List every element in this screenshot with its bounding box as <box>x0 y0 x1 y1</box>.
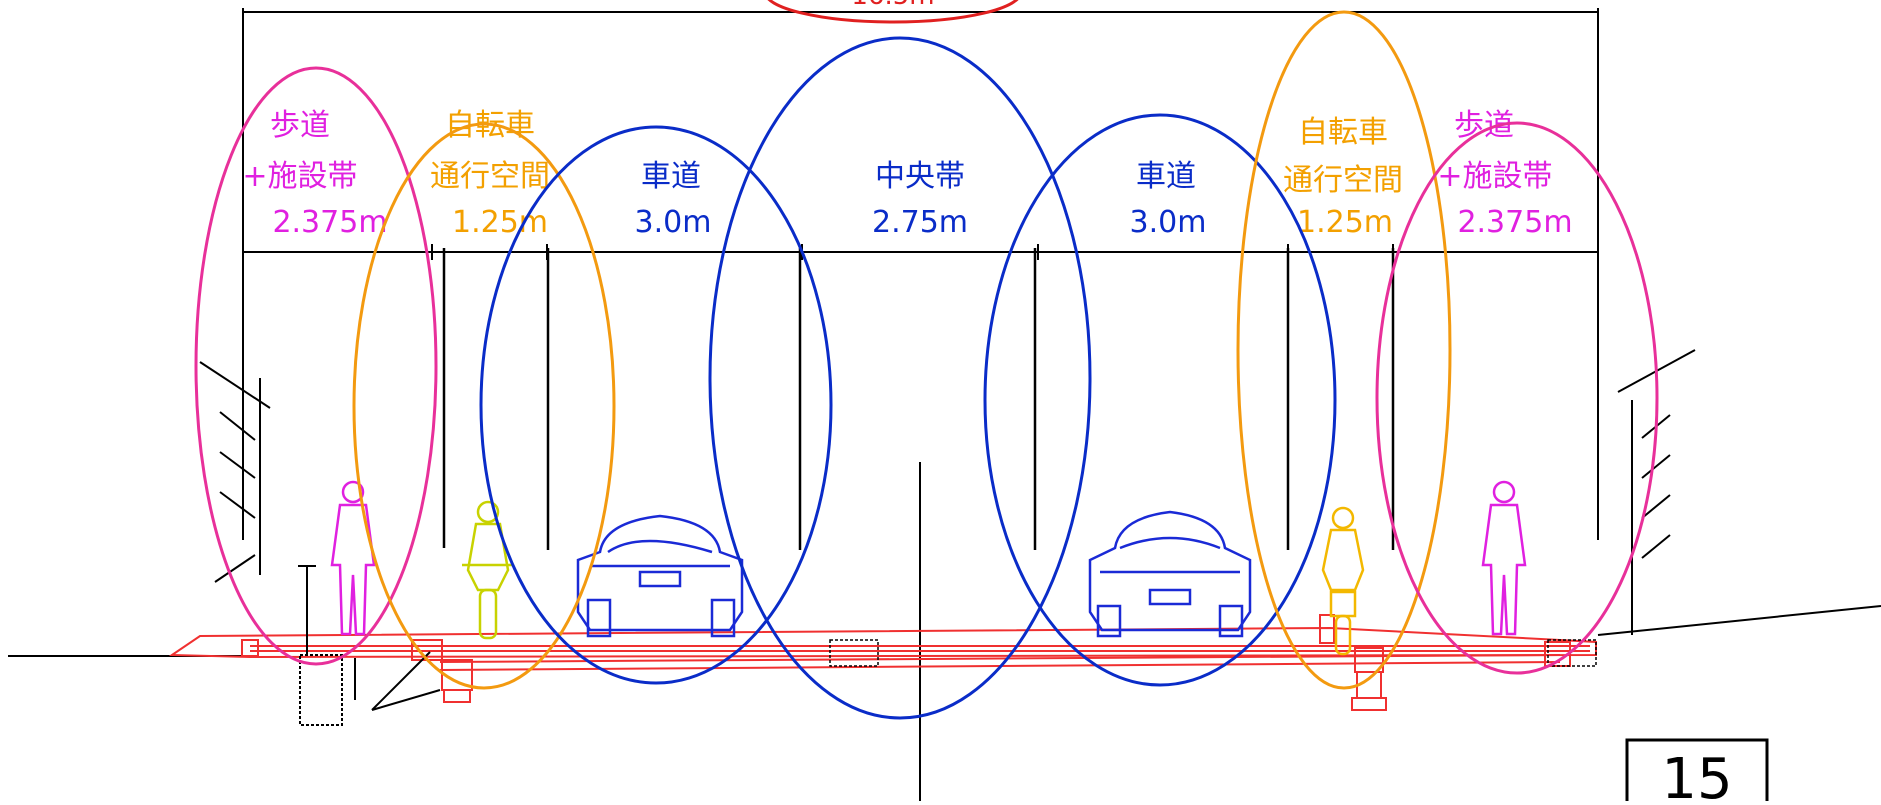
zone-5-name-line1: 車道 <box>1136 159 1196 194</box>
zone-6-width: 1.25m <box>1297 205 1393 240</box>
total-width-label: 16.5m <box>851 0 934 11</box>
median-curb-box <box>829 639 879 667</box>
cyclist-right-icon <box>1321 506 1365 656</box>
zone-3-width: 3.0m <box>635 205 712 240</box>
zone-2-name-line2: 通行空間 <box>430 159 550 194</box>
zone-2-width: 1.25m <box>452 205 548 240</box>
zone-highlight-ellipses <box>194 10 1659 720</box>
pedestrian-right-icon <box>1481 480 1527 636</box>
road-right-ellipse <box>983 113 1337 687</box>
left-drain <box>298 565 441 726</box>
total-width-dimension <box>242 8 1599 540</box>
pavement-structure <box>168 614 1597 711</box>
lane-boundary-lines <box>442 248 1395 801</box>
zone-7-width: 2.375m <box>1457 205 1572 240</box>
page-number: 15 <box>1661 747 1732 801</box>
zone-7-name-line2: +施設帯 <box>1437 159 1552 194</box>
bicycle-right-ellipse <box>1236 10 1452 690</box>
page-number-box: 15 <box>1625 738 1769 805</box>
car-right-icon <box>1088 510 1252 638</box>
zone-4-width: 2.75m <box>872 205 968 240</box>
zone-6-name-line1: 自転車 <box>1298 115 1388 150</box>
median-ellipse <box>708 36 1092 720</box>
bicycle-left-ellipse <box>352 122 616 690</box>
zone-3-name-line1: 車道 <box>641 159 701 194</box>
total-width-highlight <box>767 0 1019 24</box>
zone-1-name-line1: 歩道 <box>270 108 330 143</box>
zone-1-width: 2.375m <box>272 205 387 240</box>
sidewalk-left-ellipse <box>194 66 438 666</box>
road-left-ellipse <box>479 125 833 685</box>
embankment-left <box>199 361 271 583</box>
zone-4-name-line1: 中央帯 <box>875 159 965 194</box>
right-curb-box <box>1547 639 1597 667</box>
embankment-right <box>1597 349 1881 636</box>
zone-1-name-line2: +施設帯 <box>242 159 357 194</box>
zone-5-width: 3.0m <box>1130 205 1207 240</box>
cyclist-left-icon <box>462 500 514 640</box>
car-left-icon <box>576 514 744 638</box>
pedestrian-left-icon <box>330 480 376 636</box>
sidewalk-right-ellipse <box>1375 121 1659 675</box>
zone-dimension-line <box>242 244 1599 260</box>
zone-6-name-line2: 通行空間 <box>1283 163 1403 198</box>
zone-labels: 歩道 +施設帯 2.375m 自転車 通行空間 1.25m 車道 3.0m 中央… <box>242 108 1572 240</box>
